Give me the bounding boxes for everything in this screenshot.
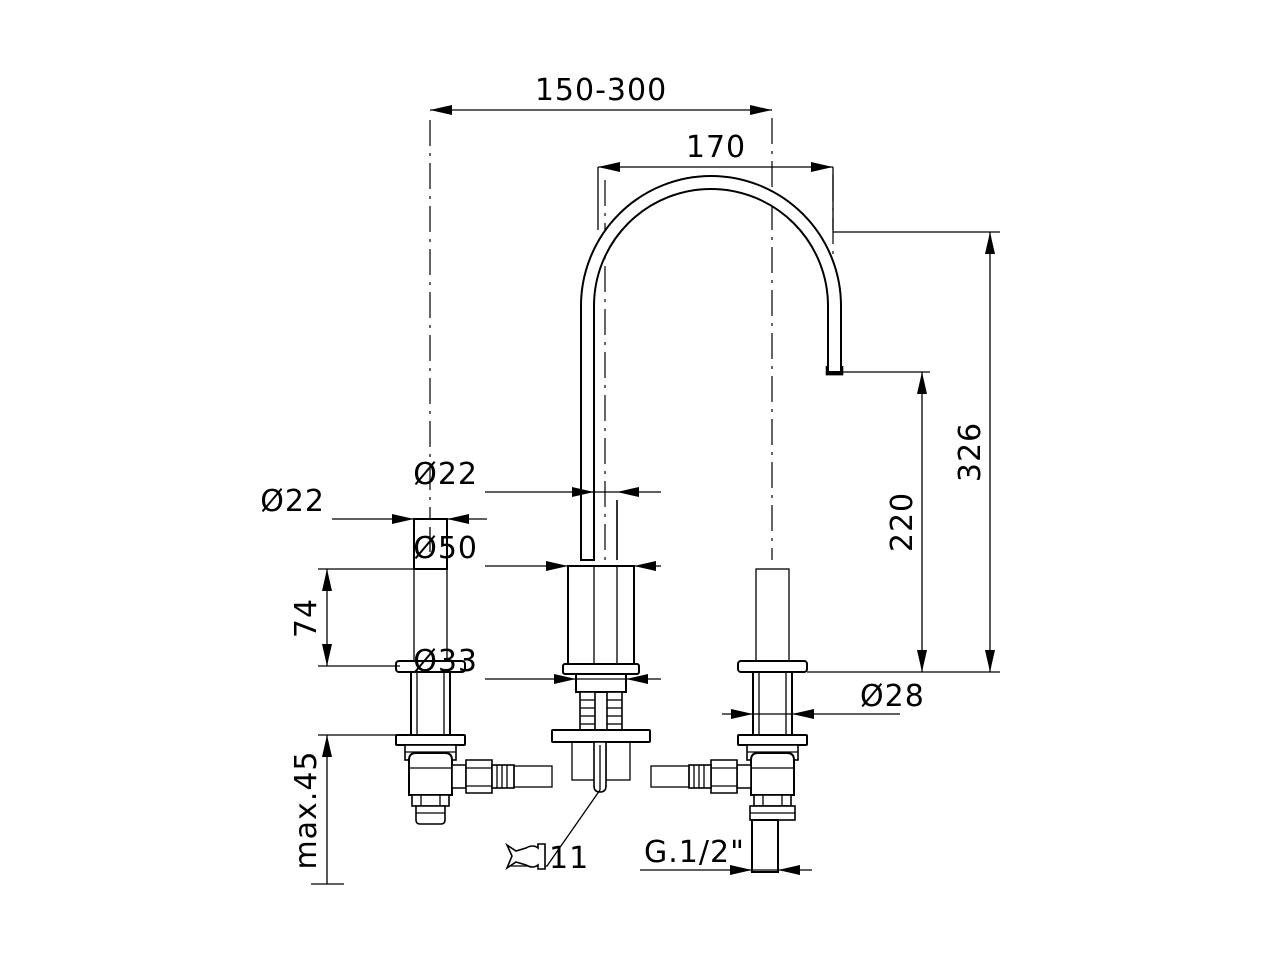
left-valve-outlet — [451, 764, 467, 789]
dimension-label-reach: 170 — [686, 130, 746, 165]
dimension-label-deck-thickness: max.45 — [289, 750, 324, 869]
dimension-deck-thickness-max45: max.45 — [289, 734, 400, 885]
right-handle-assembly — [650, 568, 808, 873]
dimension-label-handle-dia28: Ø28 — [860, 679, 925, 714]
dimension-spread-150-300: 150-300 — [430, 73, 772, 115]
spout-outline — [580, 175, 842, 561]
right-handle-deck-washer — [737, 734, 808, 746]
right-valve-outlet — [736, 764, 752, 789]
dimension-label-handle-height: 74 — [289, 598, 324, 638]
callout-thread-size: G.1/2" — [640, 835, 812, 875]
left-braided-hose — [513, 765, 553, 788]
right-handle-escutcheon — [737, 660, 808, 673]
right-handle-knurled-grip — [755, 568, 790, 662]
spout-mounting-plate — [551, 729, 651, 743]
dimension-spout-base-dia50: Ø50 — [413, 531, 661, 571]
dimension-spout-tube-dia22: Ø22 — [413, 457, 661, 497]
spout-under-deck-neck — [575, 673, 627, 693]
dimension-label-overall-height: 326 — [953, 422, 988, 482]
dimension-label-wrench-size: 11 — [549, 841, 589, 876]
right-braided-hose — [650, 765, 690, 788]
spout-sleeve-left — [571, 741, 597, 781]
right-coupling-nut — [710, 759, 738, 794]
wrench-leader-line — [510, 789, 601, 867]
dimension-label-handle-dia22: Ø22 — [260, 484, 325, 519]
left-handle-assembly — [395, 518, 553, 825]
left-cartridge-cap — [415, 805, 446, 825]
left-valve-body — [408, 752, 453, 796]
dimension-handle-height-74: 74 — [289, 568, 414, 667]
right-cartridge-collar — [753, 794, 792, 807]
dimension-handle-shank-dia28: Ø28 — [722, 679, 925, 719]
left-hose-ferrule — [491, 764, 515, 789]
dimension-reach-170: 170 — [597, 130, 834, 230]
spout-column-body — [567, 565, 635, 667]
spout-assembly — [551, 175, 844, 793]
wrench-icon — [505, 842, 546, 871]
left-cartridge-collar — [411, 794, 450, 807]
dimension-overall-height-326: 326 — [807, 231, 1000, 673]
spout-base-flange — [562, 663, 640, 675]
dimension-label-thread-size: G.1/2" — [644, 835, 745, 870]
left-coupling-nut — [465, 759, 493, 794]
dimension-spout-collar-dia33: Ø33 — [413, 644, 661, 684]
dimension-label-spread: 150-300 — [535, 73, 667, 108]
dimension-label-outlet-height: 220 — [885, 492, 920, 552]
dimension-label-spout-dia50: Ø50 — [413, 531, 478, 566]
dimension-handle-stem-dia22: Ø22 — [260, 484, 487, 524]
spout-mounting-studs — [579, 691, 623, 731]
right-supply-tube — [751, 819, 779, 873]
right-hose-ferrule — [688, 764, 712, 789]
spout-sleeve-right — [605, 741, 631, 781]
right-valve-body — [750, 752, 795, 796]
left-handle-deck-washer — [395, 734, 466, 746]
callout-wrench-size: 11 — [505, 789, 601, 876]
dimension-label-spout-dia22: Ø22 — [413, 457, 478, 492]
dimension-label-spout-dia33: Ø33 — [413, 644, 478, 679]
dimension-outlet-height-220: 220 — [841, 371, 930, 672]
